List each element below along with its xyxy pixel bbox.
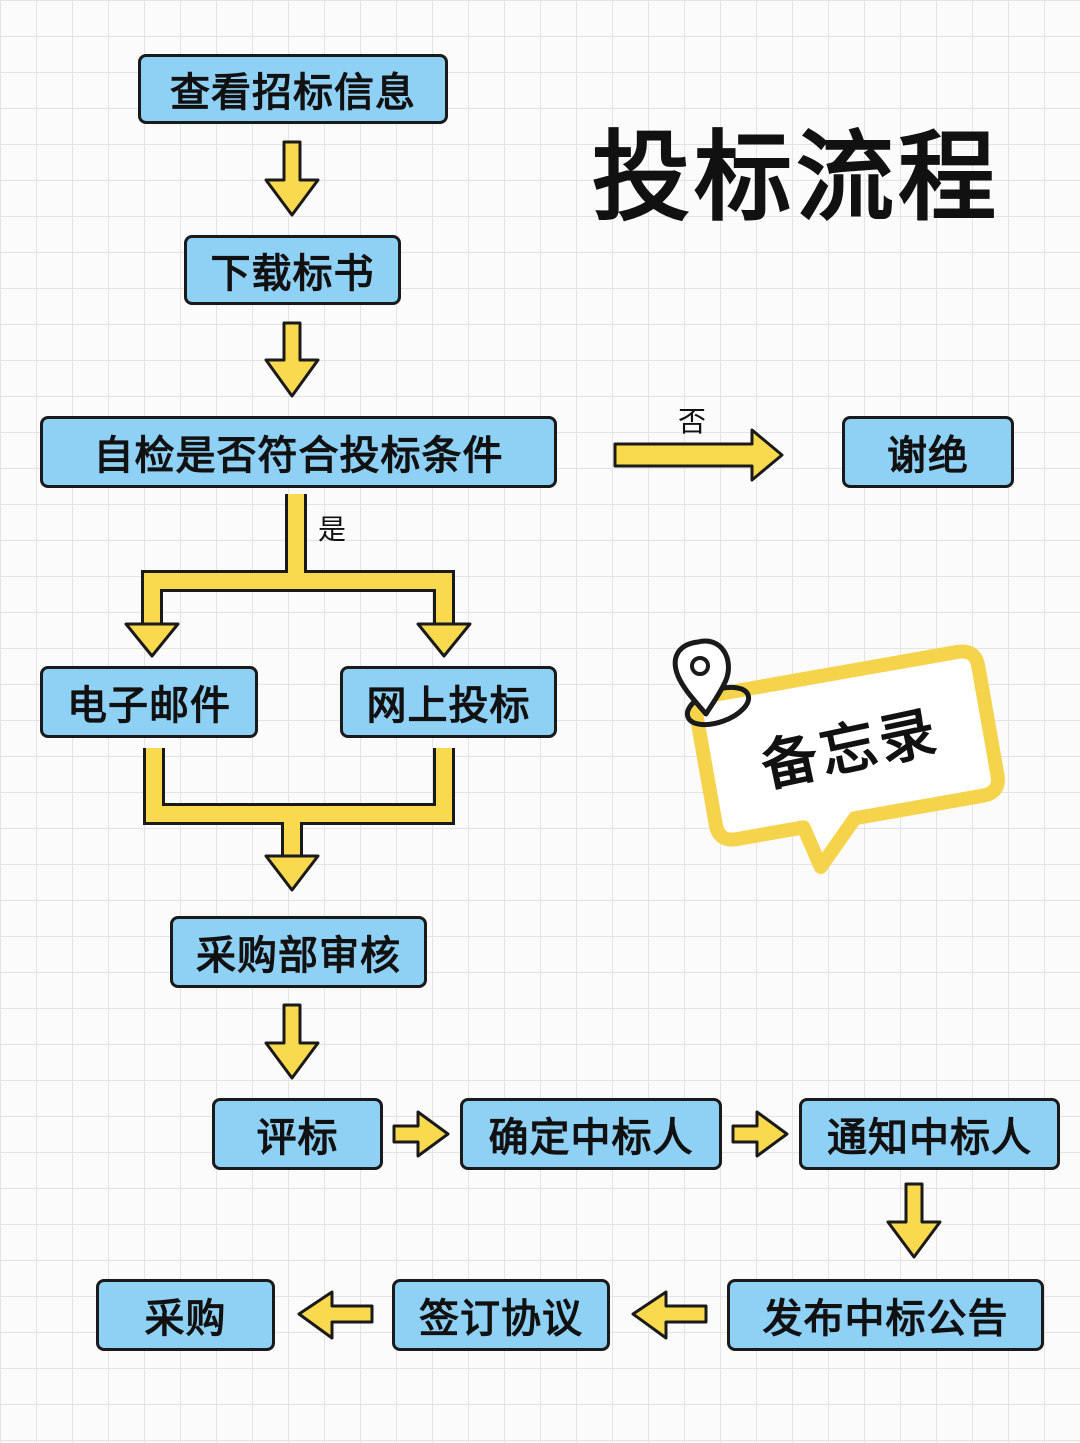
step-online: 网上投标 — [340, 666, 557, 738]
arrow-down-2 — [264, 321, 320, 398]
step-purchase-review: 采购部审核 — [170, 916, 427, 988]
arrow-down-merge — [264, 854, 320, 892]
arrow-right-2 — [731, 1110, 789, 1158]
arrow-down-3 — [264, 1003, 320, 1080]
step-sign-agreement: 签订协议 — [392, 1279, 610, 1351]
step-evaluate: 评标 — [212, 1098, 383, 1170]
step-download: 下载标书 — [184, 235, 401, 305]
arrow-down-1 — [264, 140, 320, 217]
step-email: 电子邮件 — [40, 666, 258, 738]
step-self-check: 自检是否符合投标条件 — [40, 416, 557, 488]
arrow-down-online — [416, 622, 472, 658]
step-procure: 采购 — [96, 1279, 275, 1351]
split-connector-fill — [144, 494, 452, 625]
branch-label-yes: 是 — [318, 513, 347, 546]
step-publish-notice: 发布中标公告 — [727, 1279, 1044, 1351]
step-notify-winner: 通知中标人 — [799, 1098, 1060, 1170]
arrow-left-1 — [631, 1290, 708, 1340]
page-title: 投标流程 — [592, 121, 1001, 235]
memo-bubble — [689, 644, 1005, 874]
arrow-right-no — [613, 428, 784, 482]
step-determine-winner: 确定中标人 — [460, 1098, 722, 1170]
step-view-info: 查看招标信息 — [138, 54, 448, 124]
merge-connector-fill — [146, 748, 452, 858]
arrow-left-2 — [297, 1290, 374, 1340]
arrow-right-1 — [392, 1110, 450, 1158]
arrow-down-4 — [886, 1182, 942, 1259]
step-decline: 谢绝 — [842, 416, 1014, 488]
location-pin-icon — [672, 638, 752, 728]
branch-label-no: 否 — [678, 405, 707, 438]
arrow-down-email — [124, 622, 180, 658]
